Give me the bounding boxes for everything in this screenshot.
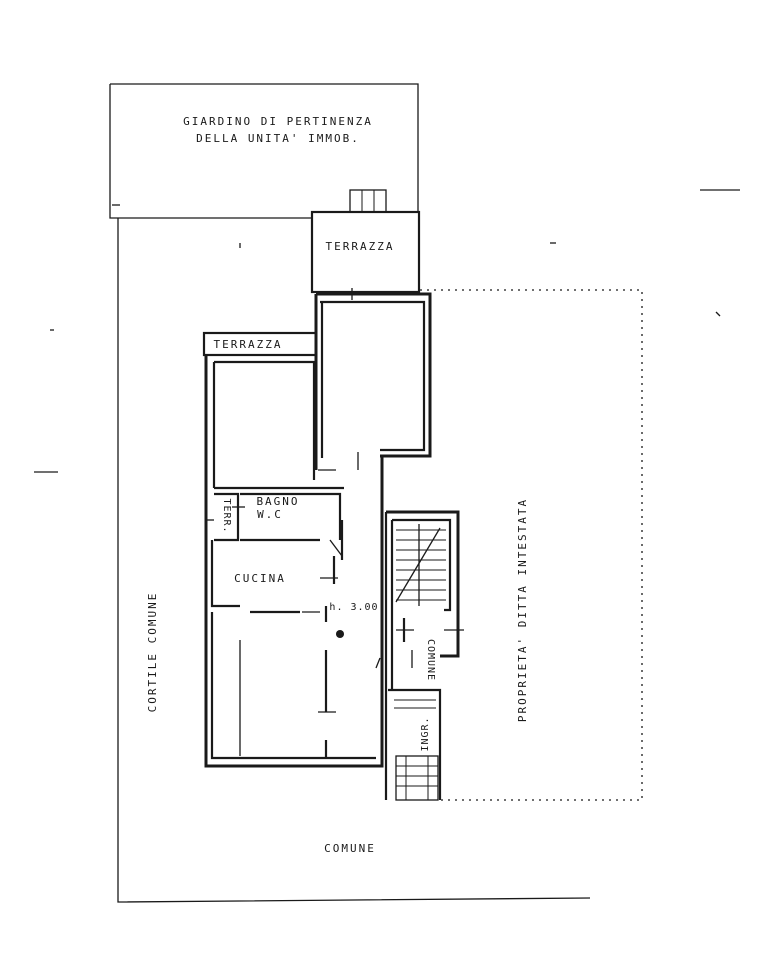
terrace-upper-label: TERRAZZA: [326, 240, 395, 253]
small-terrace-label: TERR.: [221, 498, 232, 533]
terrace-upper: [310, 210, 421, 300]
scan-marks: [34, 189, 740, 473]
bathroom-label: BAGNO: [256, 495, 299, 508]
terrace-left: [202, 331, 318, 357]
wc-label: W.C: [257, 508, 283, 521]
common-courtyard-label: CORTILE COMUNE: [146, 592, 159, 713]
neighbour-boundary: [420, 289, 643, 801]
garden-label-line1: GIARDINO DI PERTINENZA: [183, 115, 373, 128]
entrance-label: INGR.: [420, 716, 431, 751]
terrace-left-label: TERRAZZA: [214, 338, 283, 351]
stair-treads: [394, 524, 446, 709]
kitchen-label: CUCINA: [234, 572, 286, 585]
neighbour-property-label: PROPRIETA' DITTA INTESTATA: [516, 498, 529, 722]
rear-room: [314, 292, 432, 471]
property-boundary: [109, 83, 591, 903]
stairwell: [384, 510, 464, 800]
ceiling-height-label: h. 3.00: [329, 602, 378, 613]
common-area-label: COMUNE: [425, 639, 436, 681]
garden-label-line2: DELLA UNITA' IMMOB.: [196, 132, 360, 145]
entrance-steps: [395, 755, 439, 801]
apartment-walls: [204, 355, 384, 768]
common-bottom-label: COMUNE: [324, 842, 376, 855]
garden-steps: [349, 189, 387, 213]
